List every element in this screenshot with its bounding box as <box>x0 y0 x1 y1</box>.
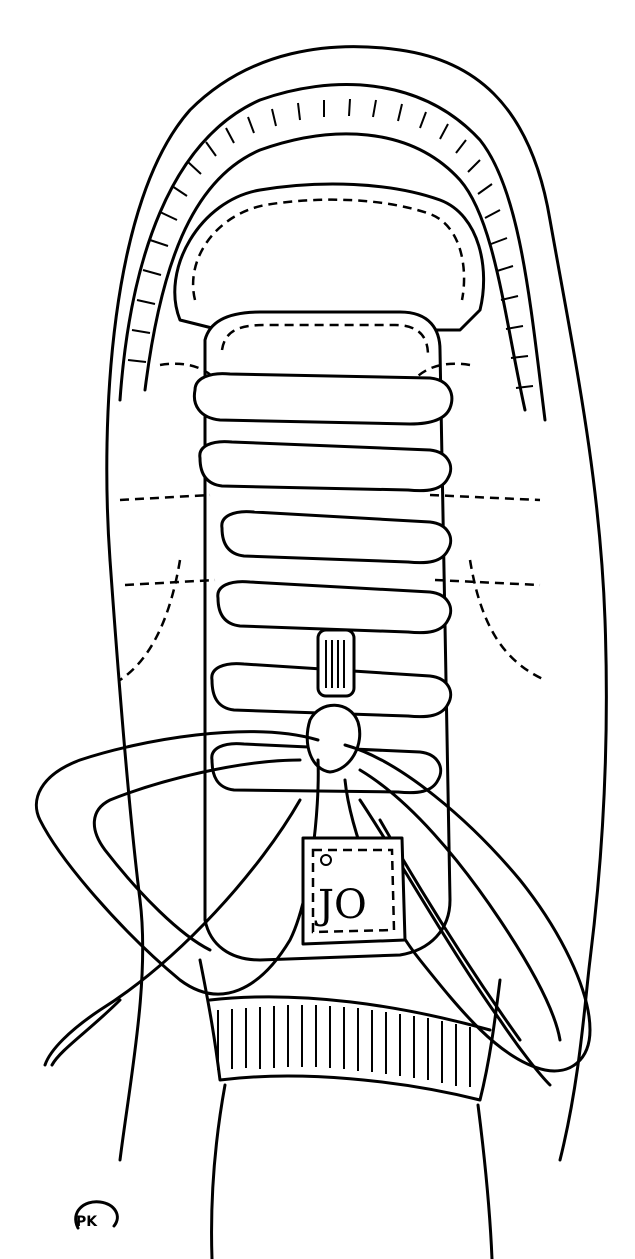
laces <box>34 372 592 1087</box>
tongue-tag: JO <box>301 836 407 946</box>
leg <box>210 1083 494 1259</box>
shoe-outline <box>105 45 608 1162</box>
signature-text: PK <box>76 1214 98 1230</box>
collar-ribbing <box>217 1005 471 1087</box>
artist-signature: PK <box>74 1200 119 1230</box>
left-lace-tail <box>43 798 302 1067</box>
collar <box>198 958 502 1102</box>
lace-lock <box>316 628 356 698</box>
left-bow <box>34 730 320 996</box>
toe-hatching <box>127 98 534 389</box>
tag-logo-text: JO <box>314 882 367 928</box>
